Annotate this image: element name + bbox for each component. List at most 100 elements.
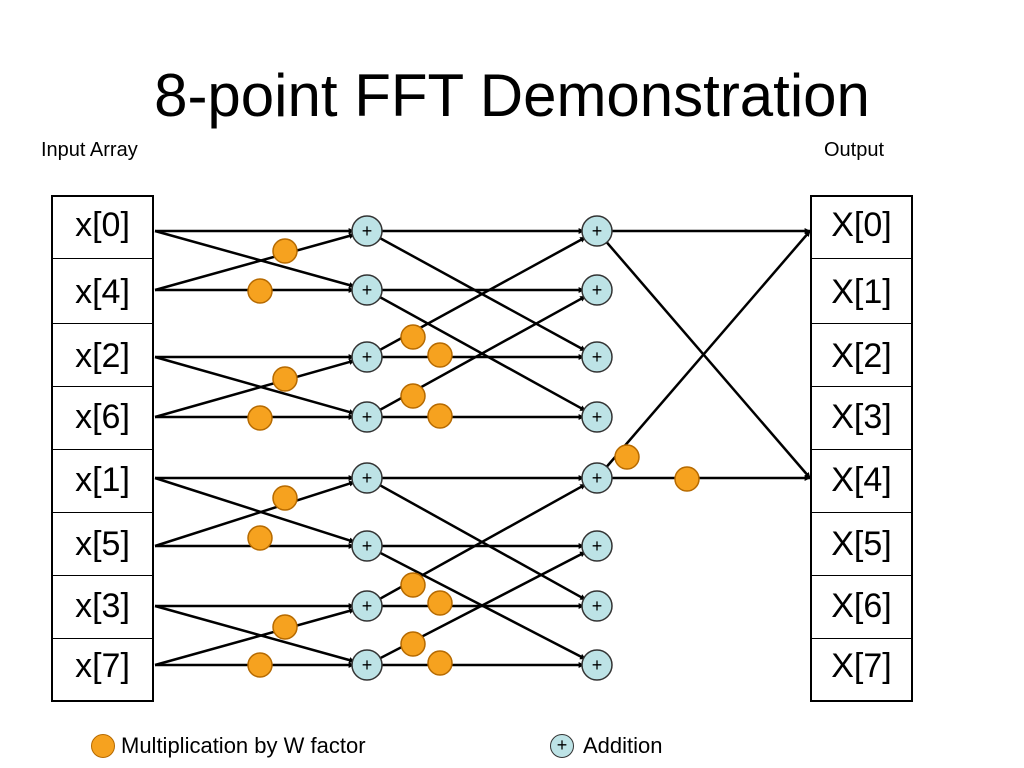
svg-text:+: + <box>362 347 373 367</box>
input-cell: x[7] <box>75 647 130 685</box>
adder-node: + <box>351 341 383 373</box>
output-cell: X[1] <box>831 273 892 311</box>
input-cell: x[4] <box>75 273 130 311</box>
adder-node: + <box>351 530 383 562</box>
output-caption: Output <box>824 139 885 161</box>
multiplication-legend-label: Multiplication by W factor <box>121 733 366 758</box>
butterfly-edge <box>366 288 587 412</box>
multiplier-node <box>427 650 453 676</box>
butterfly-edge <box>154 480 356 548</box>
svg-text:+: + <box>592 596 603 616</box>
butterfly-edge <box>154 233 356 292</box>
svg-text:+: + <box>592 280 603 300</box>
svg-text:+: + <box>592 347 603 367</box>
output-cell: X[2] <box>831 337 892 375</box>
butterfly-edge <box>154 604 356 663</box>
input-cell: x[6] <box>75 398 130 436</box>
multiplier-node <box>247 278 273 304</box>
cell-divider <box>812 386 911 387</box>
output-cell: X[6] <box>831 587 892 625</box>
multiplier-node <box>427 403 453 429</box>
butterfly-edge <box>154 476 356 544</box>
multiplier-node <box>247 652 273 678</box>
svg-text:+: + <box>592 468 603 488</box>
input-cell: x[2] <box>75 337 130 375</box>
cell-divider <box>812 512 911 513</box>
output-cell: X[4] <box>831 461 892 499</box>
multiplier-node <box>400 572 426 598</box>
adder-node: + <box>351 401 383 433</box>
input-cell: x[1] <box>75 461 130 499</box>
input-cell: x[3] <box>75 587 130 625</box>
adder-node: + <box>581 401 613 433</box>
svg-text:+: + <box>362 536 373 556</box>
output-cell: X[0] <box>831 206 892 244</box>
multiplier-node <box>400 324 426 350</box>
multiplier-node <box>427 590 453 616</box>
adder-legend-icon: + <box>550 734 574 758</box>
output-cell: X[3] <box>831 398 892 436</box>
adder-node: + <box>351 274 383 306</box>
svg-text:+: + <box>362 655 373 675</box>
multiplier-node <box>272 366 298 392</box>
butterfly-edge <box>366 236 587 359</box>
adder-node: + <box>351 590 383 622</box>
cell-divider <box>812 323 911 324</box>
adder-node: + <box>581 341 613 373</box>
adder-node: + <box>581 649 613 681</box>
cell-divider <box>812 258 911 259</box>
adder-node: + <box>581 530 613 562</box>
page-title: 8-point FFT Demonstration <box>154 62 870 129</box>
butterfly-edge <box>154 355 356 415</box>
adder-node: + <box>581 274 613 306</box>
adder-node: + <box>581 215 613 247</box>
multiplier-node <box>272 238 298 264</box>
multiplier-node <box>272 614 298 640</box>
svg-text:+: + <box>362 468 373 488</box>
multiplier-node <box>400 383 426 409</box>
butterfly-edge <box>366 476 587 601</box>
svg-text:+: + <box>362 596 373 616</box>
multiplier-node <box>427 342 453 368</box>
cell-divider <box>53 638 152 639</box>
output-edge <box>596 230 811 479</box>
multiplier-node <box>614 444 640 470</box>
butterfly-edge <box>366 550 587 667</box>
svg-text:+: + <box>592 536 603 556</box>
multiplier-node <box>247 525 273 551</box>
butterfly-edge <box>154 608 356 667</box>
butterfly-edge <box>154 359 356 419</box>
output-array-box: X[0] X[1] X[2] X[3] X[4] X[5] X[6] X[7] <box>810 195 913 702</box>
input-cell: x[0] <box>75 206 130 244</box>
multiplier-node <box>247 405 273 431</box>
multiplier-node <box>674 466 700 492</box>
svg-text:+: + <box>592 655 603 675</box>
butterfly-edge <box>366 544 587 661</box>
cell-divider <box>53 449 152 450</box>
output-cell: X[7] <box>831 647 892 685</box>
cell-divider <box>53 512 152 513</box>
adder-node: + <box>581 462 613 494</box>
cell-divider <box>812 575 911 576</box>
adder-node: + <box>581 590 613 622</box>
cell-divider <box>53 323 152 324</box>
input-array-box: x[0] x[4] x[2] x[6] x[1] x[5] x[3] x[7] <box>51 195 154 702</box>
cell-divider <box>53 386 152 387</box>
cell-divider <box>812 638 911 639</box>
cell-divider <box>812 449 911 450</box>
multiplier-node <box>272 485 298 511</box>
multiplier-legend-icon <box>91 734 115 758</box>
svg-text:+: + <box>362 221 373 241</box>
svg-text:+: + <box>362 280 373 300</box>
adder-node: + <box>351 649 383 681</box>
cell-divider <box>53 258 152 259</box>
adder-node: + <box>351 215 383 247</box>
output-cell: X[5] <box>831 525 892 563</box>
multiplier-node <box>400 631 426 657</box>
svg-text:+: + <box>592 407 603 427</box>
adder-node: + <box>351 462 383 494</box>
input-array-caption: Input Array <box>41 139 138 161</box>
svg-text:+: + <box>592 221 603 241</box>
butterfly-edge <box>154 229 356 288</box>
